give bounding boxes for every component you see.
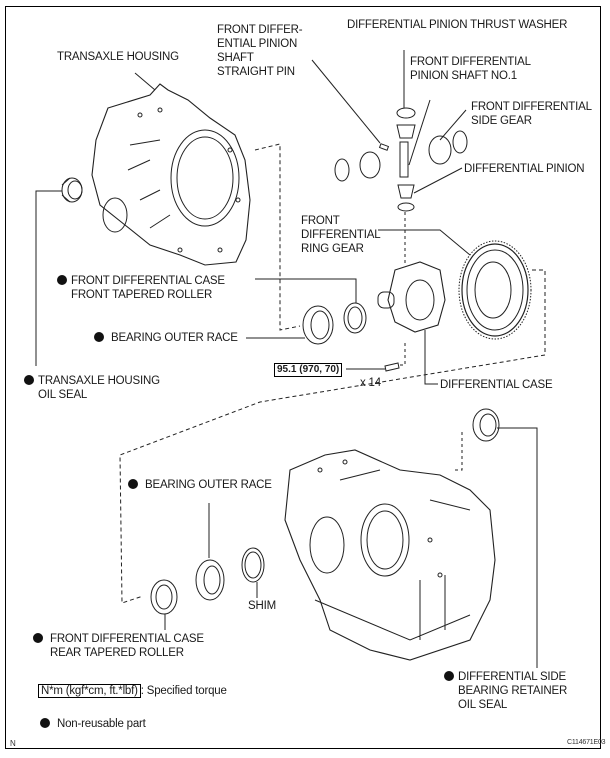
label-differential-case: DIFFERENTIAL CASE bbox=[440, 379, 553, 391]
differential-case-part bbox=[377, 261, 446, 333]
leader-front-tapered-roller bbox=[255, 278, 357, 303]
figure-code: C114671E03 bbox=[567, 739, 606, 746]
non-reusable-dot-icon bbox=[33, 633, 43, 643]
non-reusable-dot-icon bbox=[128, 479, 138, 489]
label-bearing-outer-race-top: BEARING OUTER RACE bbox=[94, 331, 238, 345]
leader-ring-gear bbox=[378, 229, 471, 256]
transaxle-case-part bbox=[284, 449, 496, 661]
bolt-part bbox=[384, 362, 400, 372]
thrust-washer-bottom-part bbox=[397, 202, 415, 212]
legend-torque-unit: N*m (kgf*cm, ft.*lbf) bbox=[38, 684, 141, 698]
label-pinion-shaft: FRONT DIFFERENTIAL PINION SHAFT NO.1 bbox=[410, 56, 531, 82]
torque-spec-box: 95.1 (970, 70) bbox=[274, 363, 343, 377]
side-washer-left-part bbox=[334, 158, 350, 182]
label-rear-tapered-roller: FRONT DIFFERENTIAL CASE REAR TAPERED ROL… bbox=[33, 632, 204, 660]
leader-differential-case bbox=[424, 330, 438, 385]
guide-dashed-lower bbox=[119, 269, 546, 604]
pinion-top-part bbox=[396, 124, 416, 139]
diagram-frame bbox=[5, 6, 601, 749]
side-gear-left-part bbox=[359, 151, 381, 179]
non-reusable-dot-icon bbox=[57, 275, 67, 285]
rear-tapered-roller-part bbox=[150, 579, 178, 615]
label-bearing-outer-race-bottom: BEARING OUTER RACE bbox=[128, 478, 272, 492]
non-reusable-dot-icon bbox=[94, 332, 104, 342]
front-tapered-roller-part bbox=[343, 302, 367, 334]
label-side-gear: FRONT DIFFERENTIAL SIDE GEAR bbox=[471, 101, 592, 127]
non-reusable-dot-icon bbox=[24, 375, 34, 385]
leader-side-gear bbox=[439, 109, 467, 141]
label-thrust-washer: DIFFERENTIAL PINION THRUST WASHER bbox=[347, 19, 568, 31]
transaxle-housing-part bbox=[91, 83, 251, 266]
bearing-outer-race-top-part bbox=[302, 305, 334, 345]
retainer-oil-seal-part bbox=[472, 408, 500, 442]
leader-pinion bbox=[413, 167, 463, 194]
label-ring-gear: FRONT DIFFERENTIAL RING GEAR bbox=[301, 215, 381, 255]
straight-pin-part bbox=[378, 143, 390, 151]
label-housing-oil-seal: TRANSAXLE HOUSING OIL SEAL bbox=[24, 374, 160, 402]
pinion-shaft-part bbox=[399, 141, 409, 178]
legend-non-reusable: Non-reusable part bbox=[40, 717, 146, 731]
label-retainer-oil-seal: DIFFERENTIAL SIDE BEARING RETAINER OIL S… bbox=[444, 670, 567, 712]
side-gear-right-part bbox=[428, 135, 452, 165]
bearing-outer-race-bottom-part bbox=[195, 559, 225, 601]
leader-pinion-shaft bbox=[408, 99, 431, 166]
leader-retainer-oil-seal bbox=[497, 427, 538, 668]
corner-mark: N bbox=[10, 739, 16, 748]
label-transaxle-housing: TRANSAXLE HOUSING bbox=[57, 51, 179, 63]
label-pinion: DIFFERENTIAL PINION bbox=[464, 163, 585, 175]
non-reusable-dot-icon bbox=[40, 718, 50, 728]
housing-oil-seal-part bbox=[61, 177, 83, 203]
side-washer-right-part bbox=[452, 130, 468, 154]
thrust-washer-top-part bbox=[396, 107, 416, 119]
leader-housing-oil-seal bbox=[35, 190, 62, 366]
pinion-bottom-part bbox=[397, 184, 415, 199]
shim-part bbox=[241, 547, 265, 583]
label-front-tapered-roller: FRONT DIFFERENTIAL CASE FRONT TAPERED RO… bbox=[57, 274, 225, 302]
leader-straight-pin bbox=[311, 59, 381, 144]
bolt-quantity: x 14 bbox=[360, 377, 381, 389]
label-shim: SHIM bbox=[248, 600, 276, 612]
leader-transaxle-housing bbox=[134, 72, 156, 91]
non-reusable-dot-icon bbox=[444, 671, 454, 681]
guide-dashed-upper bbox=[254, 143, 301, 331]
label-straight-pin: FRONT DIFFER- ENTIAL PINION SHAFT STRAIG… bbox=[217, 24, 303, 78]
legend-torque: N*m (kgf*cm, ft.*lbf): Specified torque bbox=[38, 684, 227, 698]
ring-gear-part bbox=[458, 240, 532, 340]
legend-torque-desc: : Specified torque bbox=[140, 685, 227, 697]
